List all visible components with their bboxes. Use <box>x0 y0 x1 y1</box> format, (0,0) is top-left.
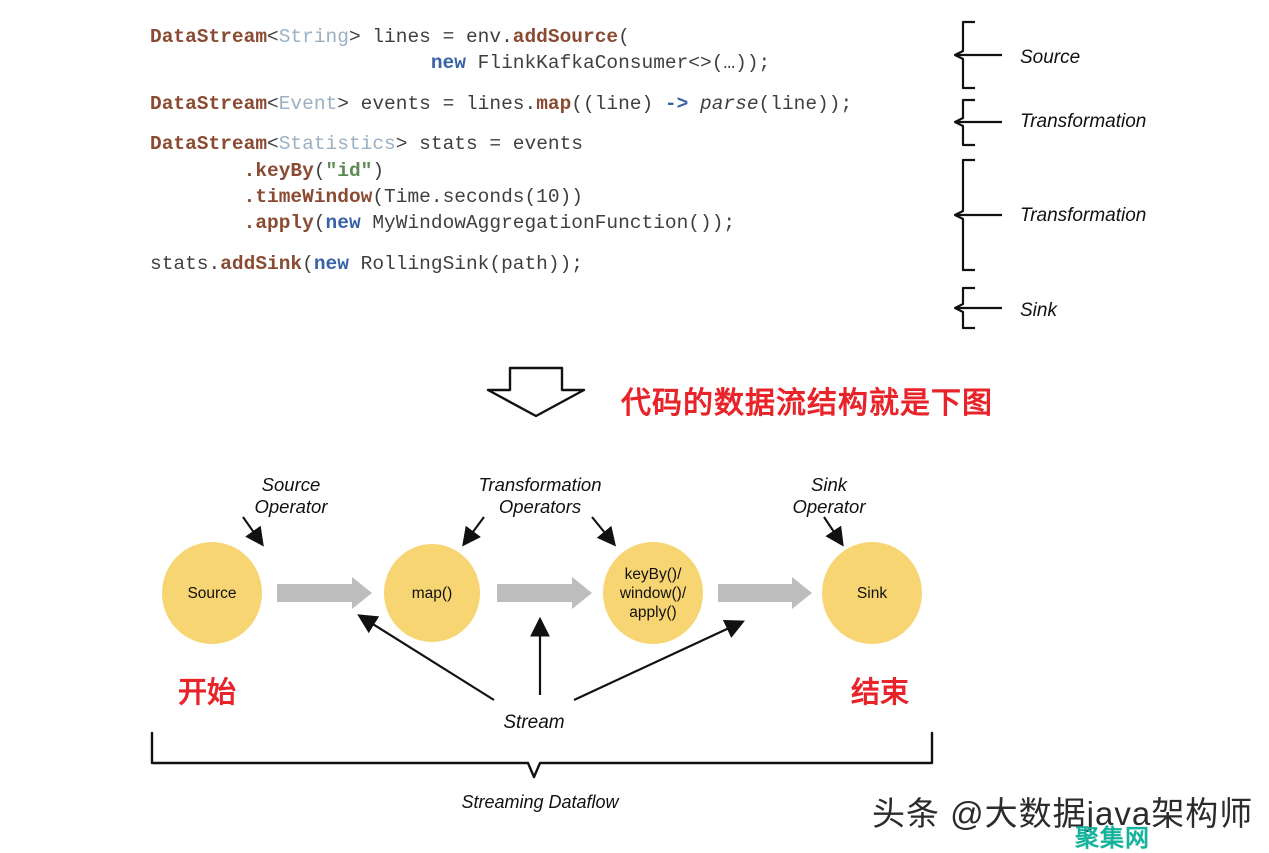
sink-operator-label-line2: Operator <box>792 496 866 517</box>
start-label-cn: 开始 <box>178 677 237 709</box>
code-line: stats.addSink(new RollingSink(path)); <box>150 251 960 277</box>
code-line: .apply(new MyWindowAggregationFunction()… <box>150 210 960 236</box>
node-sink[interactable]: Sink <box>822 542 922 644</box>
sink-operator-label: Sink Operator <box>792 474 865 518</box>
code-line: .timeWindow(Time.seconds(10)) <box>150 184 960 210</box>
code-line: DataStream<String> lines = env.addSource… <box>150 24 960 50</box>
stream-pointer-arrow-left <box>357 614 495 701</box>
code-token: addSink <box>220 252 303 275</box>
flow-arrow-map-to-keyby <box>497 577 592 609</box>
code-token: DataStream <box>150 92 268 115</box>
watermark-sub-text: 聚集网 <box>1075 825 1150 852</box>
code-token: .keyBy <box>243 159 314 182</box>
end-label-cn: 结束 <box>851 677 910 709</box>
node-map[interactable]: map() <box>384 544 480 642</box>
code-token: (Time.seconds(10)) <box>372 185 583 208</box>
transformation-operators-label-line2: Operators <box>498 496 582 517</box>
code-token: ( <box>313 212 326 235</box>
code-token: > stats = events <box>395 133 583 156</box>
node-sink-label: Sink <box>856 584 888 602</box>
pointer-arrow-transformation-operators-left <box>462 516 485 547</box>
node-source-label: Source <box>187 584 237 602</box>
code-block-sink-block: stats.addSink(new RollingSink(path)); <box>150 251 960 277</box>
code-line: DataStream<Event> events = lines.map((li… <box>150 91 960 117</box>
code-token: FlinkKafkaConsumer<>(…)); <box>465 52 771 75</box>
code-line: DataStream<Statistics> stats = events <box>150 131 960 157</box>
code-token: (line)); <box>758 92 853 115</box>
callout-text-cn: 代码的数据流结构就是下图 <box>621 387 993 420</box>
code-token: parse <box>700 92 759 115</box>
stream-pointer-arrow-right <box>573 619 745 701</box>
code-token: map <box>536 92 572 115</box>
pointer-arrow-transformation-operators-right <box>591 516 616 547</box>
code-token: RollingSink(path)); <box>348 252 583 275</box>
code-token: DataStream <box>150 133 268 156</box>
code-token: new <box>313 252 349 275</box>
code-token: Event <box>278 92 338 115</box>
code-token: String <box>278 26 349 48</box>
brace-label-transformation-2: Transformation <box>1020 205 1147 226</box>
pointer-arrow-source-operator <box>242 516 264 547</box>
code-listing: DataStream<String> lines = env.addSource… <box>150 24 960 277</box>
source-operator-label-line1: Source <box>261 474 321 495</box>
node-source[interactable]: Source <box>162 542 262 644</box>
brace-label-sink: Sink <box>1020 300 1057 321</box>
code-token: .apply <box>243 212 314 235</box>
code-token: Statistics <box>278 133 396 156</box>
code-token: MyWindowAggregationFunction()); <box>360 212 736 235</box>
code-token: < <box>267 133 279 156</box>
code-token: ) <box>372 159 385 182</box>
code-line: .keyBy("id") <box>150 158 960 184</box>
stream-label: Stream <box>503 712 565 733</box>
code-block-transformation-block-2: DataStream<Statistics> stats = events .k… <box>150 131 960 237</box>
node-keyby-window-apply-label: keyBy()/ window()/ apply() <box>619 565 687 621</box>
code-token: DataStream <box>150 26 268 48</box>
code-block-source-block: DataStream<String> lines = env.addSource… <box>150 24 960 77</box>
node-map-label: map() <box>411 584 453 602</box>
streaming-dataflow-label: Streaming Dataflow <box>461 792 619 812</box>
code-token: ( <box>313 159 326 182</box>
code-token: "id" <box>325 159 373 182</box>
transformation-operators-label: Transformation Operators <box>478 474 601 518</box>
code-token: ( <box>618 26 630 48</box>
source-operator-label-line2: Operator <box>254 496 328 517</box>
streaming-dataflow-brace <box>150 731 934 779</box>
code-token: < <box>267 26 279 48</box>
code-line: new FlinkKafkaConsumer<>(…)); <box>150 50 960 76</box>
pointer-arrow-sink-operator <box>823 516 844 547</box>
flow-arrow-keyby-to-sink <box>718 577 812 609</box>
brace-label-transformation-1: Transformation <box>1020 111 1147 132</box>
code-token: .timeWindow <box>243 185 373 208</box>
watermark-text: 头条 @大数据java架构师 <box>872 795 1254 832</box>
code-token: stats. <box>150 252 221 275</box>
flow-arrow-source-to-map <box>277 577 372 609</box>
code-token: > events = lines. <box>337 92 537 115</box>
sink-operator-label-line1: Sink <box>810 474 847 495</box>
brace-label-source: Source <box>1020 47 1081 68</box>
code-token: ((line) <box>571 92 665 115</box>
code-token: < <box>267 92 279 115</box>
code-token: -> <box>664 92 689 115</box>
code-token: new <box>430 52 466 75</box>
code-token: new <box>325 212 361 235</box>
code-token: ( <box>302 252 314 275</box>
node-keyby-window-apply[interactable]: keyBy()/ window()/ apply() <box>603 542 703 644</box>
source-operator-label: Source Operator <box>254 474 327 518</box>
code-token: addSource <box>512 26 619 48</box>
transformation-operators-label-line1: Transformation <box>478 474 602 495</box>
code-block-transformation-block-1: DataStream<Event> events = lines.map((li… <box>150 91 960 117</box>
code-token: > lines = env. <box>348 26 513 48</box>
